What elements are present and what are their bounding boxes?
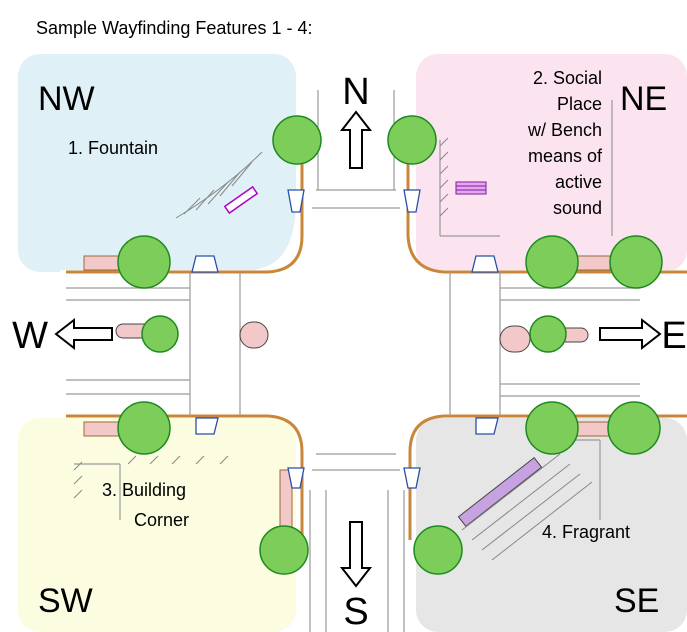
fragrant-planter (457, 453, 593, 561)
compass-west: W (12, 315, 48, 357)
corner-label-ne: NE (620, 80, 667, 118)
feature-label-se: 4. Fragrant (542, 522, 630, 542)
corner-label-sw: SW (38, 582, 93, 620)
sw-quadrant (18, 418, 296, 632)
diagram-title: Sample Wayfinding Features 1 - 4: (36, 18, 313, 38)
tree-icon (413, 525, 463, 575)
compass-south: S (343, 591, 368, 632)
tree-icon (272, 115, 322, 165)
curb-ramps (191, 189, 499, 489)
tree-icon (117, 235, 171, 289)
tree-icon (141, 315, 179, 353)
bench-feature (455, 181, 487, 195)
feature-label-nw: 1. Fountain (68, 138, 158, 158)
feature-label-sw-line: Corner (134, 510, 189, 530)
tree-icon (259, 525, 309, 575)
feature-label-sw-line: 3. Building (102, 480, 186, 500)
corner-label-nw: NW (38, 80, 95, 118)
south-arrow-icon (339, 521, 373, 588)
street-lines (66, 90, 640, 632)
tree-icon (609, 235, 663, 289)
se-quadrant (416, 418, 687, 632)
tree-icon (117, 401, 171, 455)
tree-icon (387, 115, 437, 165)
building-edge-hatch (73, 137, 449, 499)
compass-east: E (661, 315, 686, 357)
north-arrow-icon (339, 110, 373, 169)
feature-label-ne-line: 2. Social (533, 68, 602, 88)
fountain-feature (175, 151, 263, 219)
ne-quadrant (416, 54, 687, 272)
compass-north: N (342, 71, 369, 113)
curb-lines (66, 160, 687, 540)
feature-label-ne-line: w/ Bench (527, 120, 602, 140)
corner-label-se: SE (614, 582, 659, 620)
west-arrow-icon (54, 317, 113, 351)
street-trees (117, 115, 663, 575)
tree-icon (607, 401, 661, 455)
east-arrow-icon (599, 317, 662, 351)
tree-icon (529, 315, 567, 353)
compass-arrows (54, 110, 662, 588)
nw-quadrant (18, 54, 296, 272)
tree-icon (525, 235, 579, 289)
tree-icon (525, 401, 579, 455)
feature-label-ne-line: sound (553, 198, 602, 218)
feature-label-ne-line: means of (528, 146, 603, 166)
feature-label-ne-line: Place (557, 94, 602, 114)
feature-label-ne-line: active (555, 172, 602, 192)
